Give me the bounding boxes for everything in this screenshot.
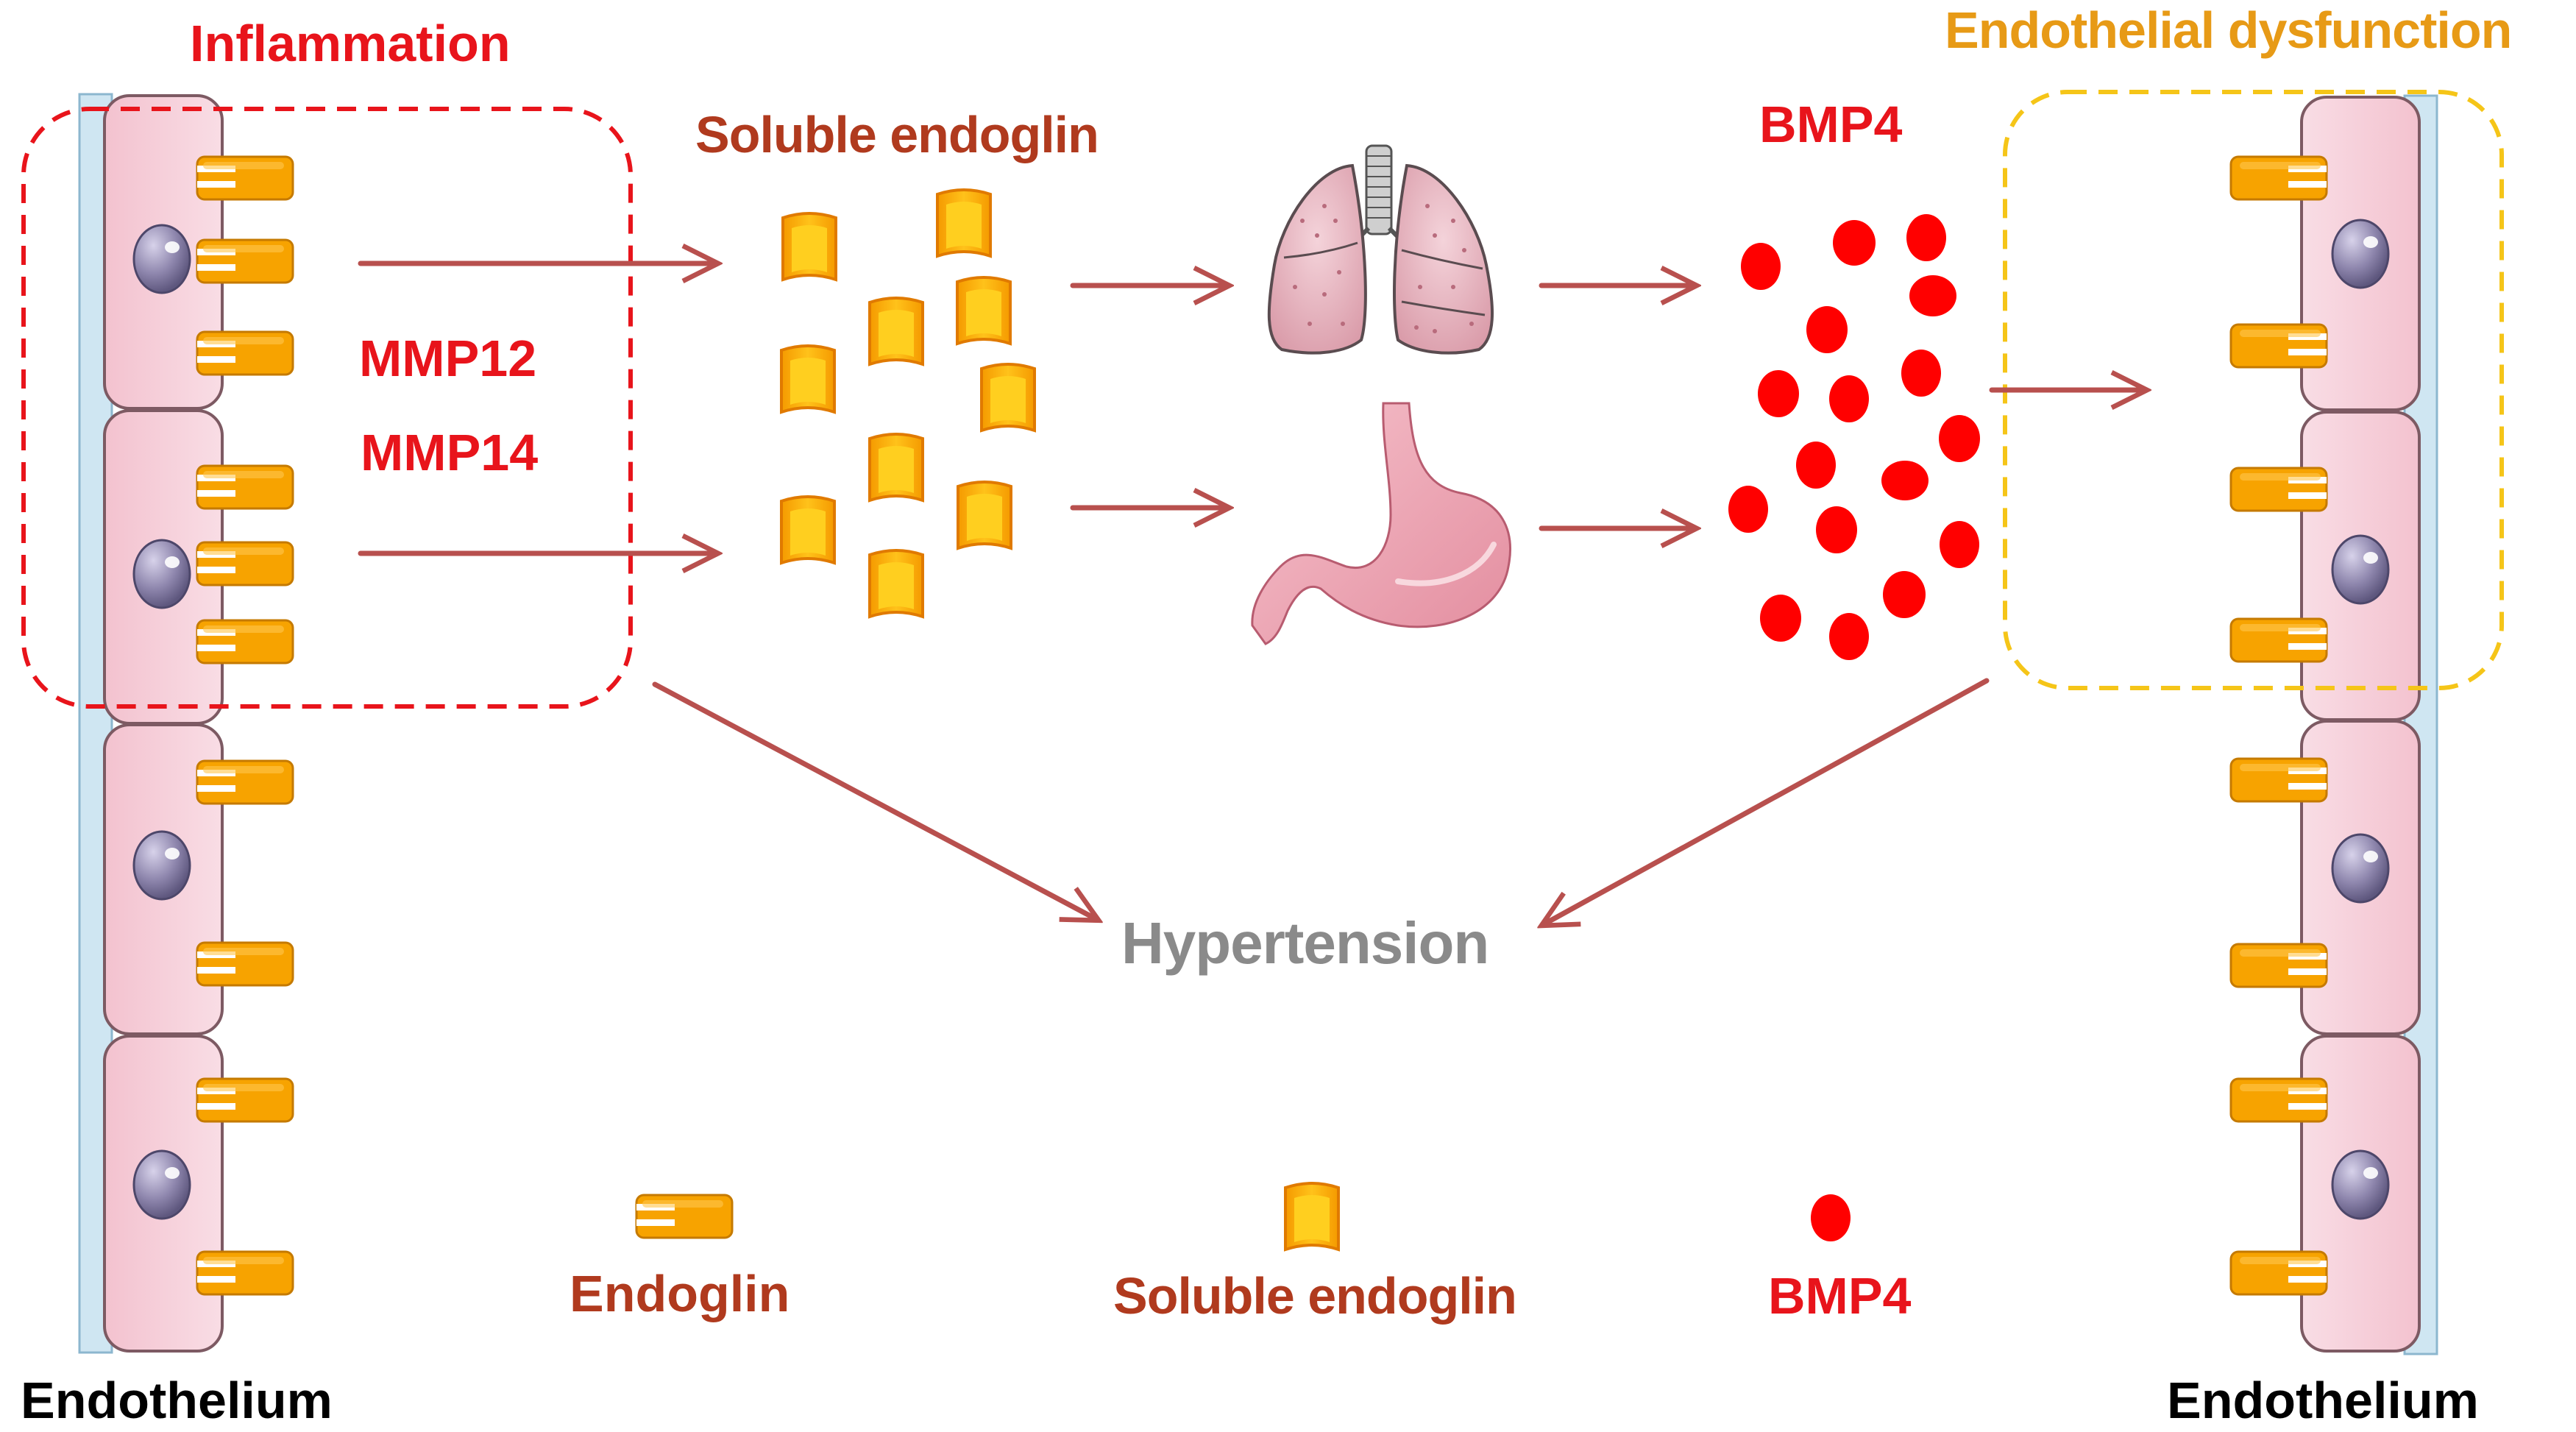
- endothelial-cell-icon: [103, 723, 294, 1035]
- soluble-endoglin-icon: [780, 344, 836, 414]
- endothelial-cell-icon: [2229, 411, 2421, 721]
- soluble-endoglin-icon: [936, 188, 992, 258]
- bmp4-icon: [1906, 214, 1946, 261]
- bmp4-icon: [1829, 613, 1869, 660]
- bmp4-icon: [1883, 571, 1926, 618]
- soluble-endoglin-icon: [957, 481, 1012, 550]
- endothelial-dysfunction-label: Endothelial dysfunction: [1945, 1, 2512, 59]
- soluble-endoglin-icon: [868, 549, 924, 618]
- legend-endoglin-icon: [635, 1194, 734, 1239]
- bmp4-icon: [1909, 275, 1956, 316]
- left-endothelium: [78, 93, 294, 1354]
- soluble-endoglin-cluster: [780, 188, 1036, 618]
- bmp4-icon: [1806, 306, 1848, 353]
- soluble-endoglin-icon: [780, 495, 836, 564]
- soluble-endoglin-icon: [956, 276, 1012, 345]
- bmp4-icon: [1758, 370, 1799, 417]
- inflammation-box: [21, 107, 633, 709]
- arrow-inflammation-to-hypertension: [652, 681, 1095, 918]
- mmp12-label: MMP12: [359, 330, 537, 387]
- soluble-endoglin-icon: [868, 433, 924, 502]
- bmp4-icon: [1796, 442, 1836, 489]
- legend-bmp4-label: BMP4: [1768, 1267, 1912, 1325]
- stomach-icon: [1251, 402, 1511, 645]
- bmp4-icon: [1829, 375, 1869, 422]
- endothelial-cell-icon: [2229, 1035, 2421, 1353]
- soluble-endoglin-icon: [868, 297, 924, 366]
- endothelial-cell-icon: [103, 94, 294, 410]
- bmp4-icon: [1940, 521, 1979, 568]
- arrow-dysfunction-to-hypertension: [1545, 678, 1990, 924]
- legend-bmp4-icon: [1811, 1194, 1851, 1241]
- bmp4-label: BMP4: [1759, 96, 1903, 153]
- inflammation-label: Inflammation: [190, 15, 511, 72]
- right-endothelium: [2229, 94, 2438, 1355]
- bmp4-icon: [1901, 350, 1941, 397]
- bmp4-icon: [1728, 486, 1768, 533]
- bmp4-cluster: [1728, 214, 1980, 660]
- legend-endoglin-label: Endoglin: [570, 1265, 790, 1322]
- endothelium-left-label: Endothelium: [21, 1372, 333, 1429]
- bmp4-icon: [1741, 243, 1781, 290]
- soluble-endoglin-label: Soluble endoglin: [695, 106, 1099, 163]
- endothelium-right-label: Endothelium: [2167, 1372, 2479, 1429]
- endothelial-cell-icon: [103, 1035, 294, 1353]
- bmp4-icon: [1816, 506, 1857, 553]
- bmp4-icon: [1881, 461, 1929, 500]
- mmp14-label: MMP14: [361, 424, 539, 481]
- legend-soluble-endoglin-label: Soluble endoglin: [1113, 1267, 1517, 1325]
- endothelial-cell-icon: [2229, 96, 2421, 411]
- legend-soluble-endoglin-icon: [1284, 1182, 1340, 1251]
- endothelial-cell-icon: [2229, 720, 2421, 1035]
- bmp4-icon: [1833, 220, 1876, 266]
- bmp4-icon: [1939, 415, 1980, 462]
- soluble-endoglin-icon: [781, 212, 837, 281]
- hypertension-label: Hypertension: [1121, 910, 1489, 976]
- bmp4-icon: [1760, 595, 1801, 642]
- soluble-endoglin-icon: [980, 363, 1036, 432]
- flow-arrows: [358, 263, 2143, 924]
- lungs-icon: [1267, 144, 1494, 355]
- endothelial-cell-icon: [103, 409, 294, 725]
